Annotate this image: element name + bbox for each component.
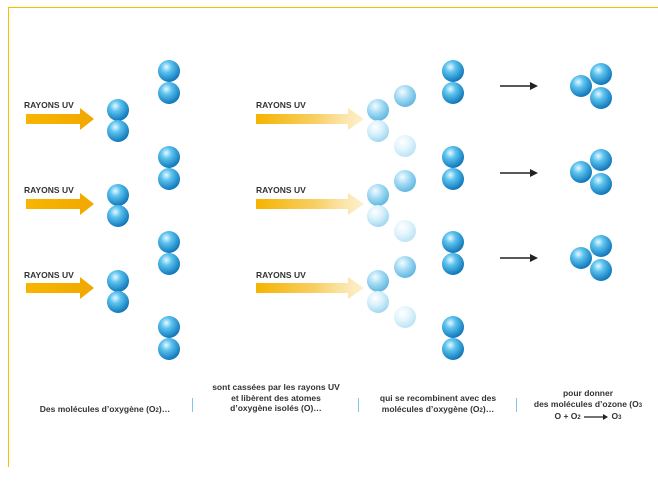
- o2-molecule: [442, 60, 464, 104]
- broken-o2-molecule: [367, 256, 416, 328]
- o2-molecule: [158, 146, 180, 190]
- reaction-arrow: [500, 82, 538, 90]
- reaction-arrow: [500, 254, 538, 262]
- uv-label: RAYONS UV: [24, 185, 74, 195]
- uv-arrow-1a: [26, 108, 94, 130]
- o3-molecule: [570, 149, 612, 195]
- o2-molecule: [107, 270, 129, 313]
- caption-step-2: sont cassées par les rayons UV et libère…: [212, 382, 340, 413]
- uv-arrow-1b: [26, 193, 94, 215]
- caption-separator: [358, 398, 359, 412]
- uv-arrow-2c: [256, 277, 364, 299]
- caption-separator: [192, 398, 193, 412]
- o2-molecule: [442, 316, 464, 360]
- uv-label: RAYONS UV: [256, 270, 306, 280]
- reaction-arrow: [500, 169, 538, 177]
- o2-molecule: [158, 316, 180, 360]
- o2-molecule: [158, 60, 180, 104]
- o3-molecule: [570, 63, 612, 109]
- uv-label: RAYONS UV: [24, 100, 74, 110]
- o3-molecule: [570, 235, 612, 281]
- o2-molecule: [107, 184, 129, 227]
- caption-step-4: pour donner des molécules d’ozone (O3 O …: [518, 388, 658, 424]
- frame-border: [8, 7, 658, 467]
- caption-step-3: qui se recombinent avec des molécules d’…: [379, 393, 497, 414]
- o2-molecule: [442, 146, 464, 190]
- uv-arrow-2b: [256, 193, 364, 215]
- uv-arrow-2a: [256, 108, 364, 130]
- formula-arrow-icon: [584, 413, 609, 420]
- caption-separator: [516, 398, 517, 412]
- uv-label: RAYONS UV: [24, 270, 74, 280]
- uv-arrow-1c: [26, 277, 94, 299]
- ozone-formula: O + O2 O3: [554, 411, 622, 421]
- o2-molecule: [158, 231, 180, 275]
- caption-step-1: Des molécules d’oxygène (O2)…: [39, 404, 171, 414]
- uv-label: RAYONS UV: [256, 100, 306, 110]
- o2-molecule: [107, 99, 129, 142]
- o2-molecule: [442, 231, 464, 275]
- uv-label: RAYONS UV: [256, 185, 306, 195]
- broken-o2-molecule: [367, 170, 416, 242]
- broken-o2-molecule: [367, 85, 416, 157]
